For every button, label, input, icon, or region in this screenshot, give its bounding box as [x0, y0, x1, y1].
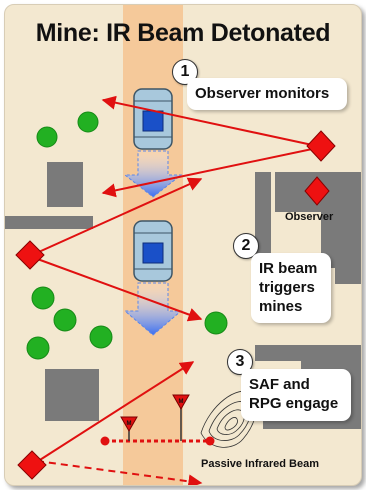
fire-line [31, 361, 195, 466]
tree-icon [77, 111, 99, 133]
fire-line [101, 147, 318, 198]
tree-icon [26, 336, 50, 360]
step-3-badge: 3 [227, 349, 253, 375]
step-2-callout: IR beam triggers mines [251, 253, 331, 323]
building-icon [255, 172, 271, 258]
vehicles [133, 88, 173, 282]
mine-icon: M [120, 416, 138, 441]
tree-icon [36, 126, 58, 148]
fire-lines [31, 95, 318, 485]
tree-icon [53, 308, 77, 332]
enemy-positions [15, 130, 336, 480]
ir-beam-label: Passive Infrared Beam [201, 458, 320, 470]
building-icon [45, 369, 99, 421]
step-3-callout: SAF and RPG engage [241, 369, 351, 421]
enemy-diamond-icon [17, 450, 47, 480]
enemy-diamond-icon [304, 176, 330, 206]
building-icon [335, 268, 361, 284]
observer-label: Observer [285, 211, 334, 223]
vehicle-icon [133, 220, 173, 282]
ir-beam [100, 436, 215, 446]
mine-icon: M [172, 394, 190, 441]
enemy-diamond-icon [15, 240, 45, 270]
tree-icon [89, 325, 113, 349]
diagram-frame: M M Mine: IR Beam Detonated 1 Observer m… [4, 4, 362, 486]
building-icon [255, 345, 361, 361]
fire-line [31, 177, 203, 256]
building-icon [5, 216, 93, 229]
mines: M M [120, 394, 190, 441]
fire-line [101, 95, 318, 147]
enemy-diamond-icon [306, 130, 336, 162]
svg-text:M: M [127, 421, 132, 427]
vehicle-icon [133, 88, 173, 150]
tree-icon [204, 311, 228, 335]
ir-receiver [205, 436, 215, 446]
fire-line [36, 460, 203, 485]
step-1-callout: Observer monitors [187, 78, 347, 110]
building-icon [47, 162, 83, 207]
trees [26, 111, 228, 360]
tree-icon [31, 286, 55, 310]
ir-emitter [100, 436, 110, 446]
svg-text:M: M [179, 399, 184, 405]
diagram-title: Mine: IR Beam Detonated [35, 19, 331, 47]
fire-line [31, 256, 203, 322]
